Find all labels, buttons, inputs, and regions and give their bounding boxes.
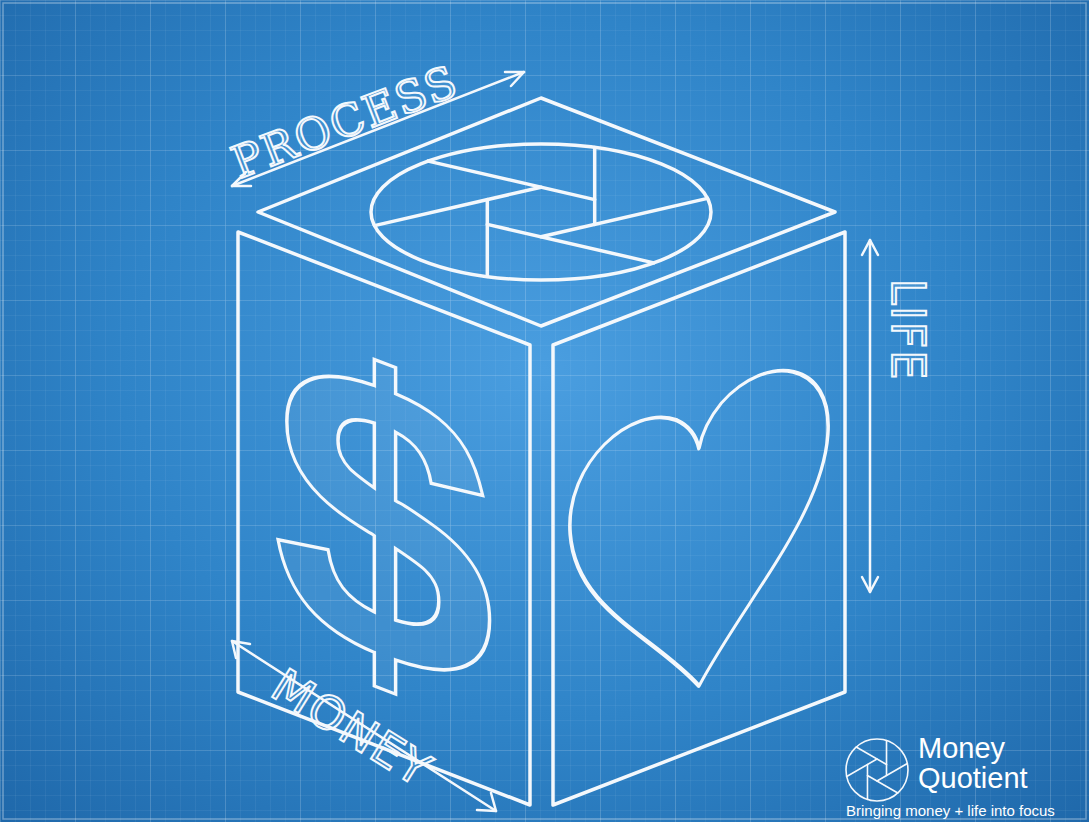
life-label: LIFE [885, 279, 931, 382]
logo-word: Quotient [918, 764, 1028, 793]
logo-aperture [846, 739, 908, 801]
shutter-blade [877, 764, 907, 782]
right-face [553, 232, 845, 805]
shutter-blade [487, 224, 654, 262]
life-arrow [862, 240, 878, 592]
shutter-blade [867, 765, 869, 800]
heart-symbol [570, 349, 828, 736]
logo-tagline: Bringing money + life into focus [846, 803, 1055, 818]
left-face [238, 232, 530, 805]
logo-word: Money [918, 734, 1005, 763]
shutter-blade [374, 187, 541, 225]
aperture-ring [371, 144, 711, 280]
shutter-blade [541, 198, 708, 236]
shutter-blade [886, 741, 888, 776]
shutter-blade [593, 147, 597, 224]
shutter-blade [867, 776, 897, 794]
shutter-blade [486, 200, 490, 277]
frame [3, 3, 1086, 819]
shutter-blade [847, 759, 877, 777]
aperture-blades [374, 147, 707, 276]
